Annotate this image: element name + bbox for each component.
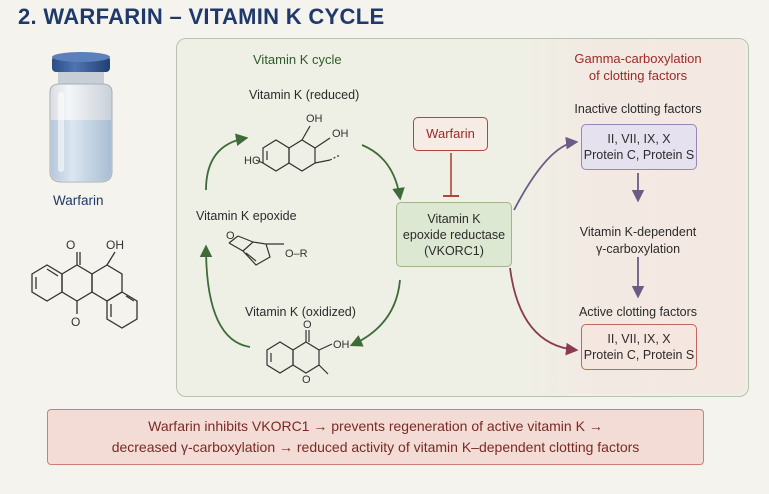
summary-line2: decreased γ-carboxylation → reduced acti…: [111, 439, 640, 455]
vkorc1-line1: Vitamin K: [427, 211, 481, 226]
reduced-oh-right: OH: [332, 128, 349, 140]
drug-label: Warfarin: [53, 193, 104, 208]
carboxylation-heading-line2: of clotting factors: [588, 68, 688, 83]
inactive-factors-list: II, VII, IX, X: [607, 132, 671, 146]
carboxylation-step-line2: γ-carboxylation: [595, 242, 681, 256]
active-factors-list: II, VII, IX, X: [607, 332, 671, 346]
reduced-oh-top: OH: [306, 113, 323, 125]
arrow-reduced-to-vkorc: [361, 144, 405, 201]
warfarin-o-bottom: O: [71, 315, 80, 329]
cycle-heading: Vitamin K cycle: [253, 52, 342, 67]
carboxylation-step-line1: Vitamin K-dependent: [579, 225, 697, 239]
reduced-ho-left: HO: [244, 155, 261, 167]
active-factors-label: Active clotting factors: [578, 305, 698, 319]
arrow-vkorc-to-active: [509, 267, 579, 356]
vkorc1-box: Vitamin K epoxide reductase (VKORC1): [396, 202, 512, 267]
page-title: 2. WARFARIN – VITAMIN K CYCLE: [18, 4, 385, 29]
carboxylation-step-label: Vitamin K-dependent γ-carboxylation: [553, 224, 723, 258]
arrow-vkorc-to-oxidized: [349, 279, 401, 347]
warfarin-inhibitor-label: Warfarin: [426, 126, 475, 141]
inactive-proteins-list: Protein C, Protein S: [583, 148, 695, 162]
inactive-factors-label: Inactive clotting factors: [574, 102, 702, 116]
carboxylation-heading: Gamma-carboxylation of clotting factors: [553, 50, 723, 84]
epoxide-r: O–R: [285, 248, 308, 260]
warfarin-inhibitor-box: Warfarin: [413, 117, 488, 151]
oxidized-o: O: [303, 319, 312, 331]
active-proteins-list: Protein C, Protein S: [583, 348, 695, 362]
oxidized-oh: OH: [333, 339, 350, 351]
warfarin-o-top: O: [66, 238, 75, 252]
epoxide-o: O: [226, 230, 235, 242]
active-factors-box: II, VII, IX, X Protein C, Protein S: [581, 324, 697, 370]
arrow-vkorc-to-inactive: [513, 136, 579, 211]
arrow-epoxide-to-reduced: [205, 133, 249, 191]
vitamin-k-epoxide-label: Vitamin K epoxide: [196, 209, 297, 223]
arrow-oxidized-to-epoxide: [199, 244, 251, 348]
summary-box: Warfarin inhibits VKORC1 → prevents rege…: [47, 409, 704, 465]
carboxylation-heading-line1: Gamma-carboxylation: [574, 51, 702, 66]
vkorc1-line2: epoxide reductase: [402, 227, 506, 242]
warfarin-oh: OH: [106, 238, 124, 252]
summary-line1: Warfarin inhibits VKORC1 → prevents rege…: [148, 418, 603, 434]
inactive-factors-box: II, VII, IX, X Protein C, Protein S: [581, 124, 697, 170]
vitamin-k-reduced-label: Vitamin K (reduced): [249, 88, 360, 102]
vkorc1-line3: (VKORC1): [424, 243, 484, 258]
oxidized-ring-o: O: [302, 374, 311, 386]
vitamin-k-oxidized-label: Vitamin K (oxidized): [245, 305, 356, 319]
